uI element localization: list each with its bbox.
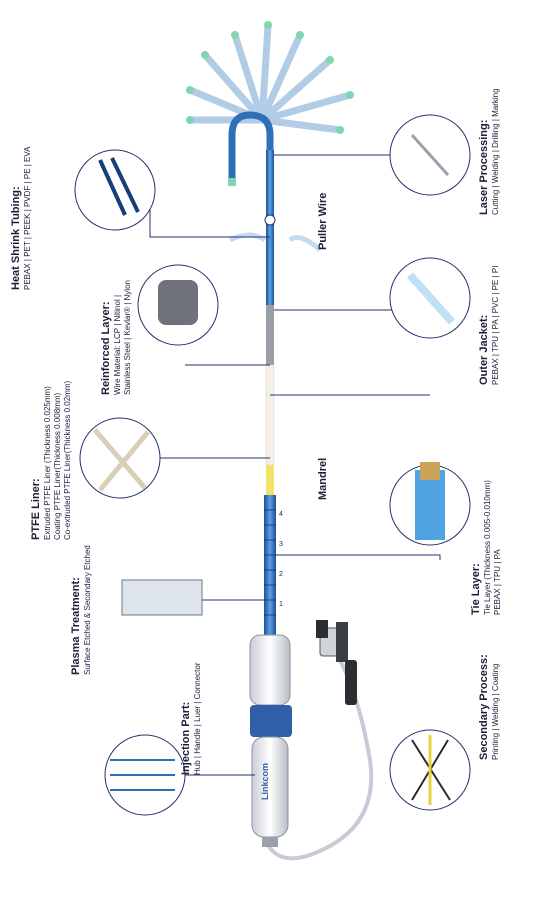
- scale-mark: 4: [279, 511, 283, 518]
- secondary-label: Secondary Process: Printing | Welding | …: [478, 654, 500, 760]
- handle-blue-ring: [250, 705, 292, 737]
- catheter-tip-fan: [186, 21, 354, 134]
- tie-detail: [415, 470, 445, 540]
- puller-wire-label: Puller Wire: [317, 192, 329, 250]
- outer-jacket-label: Outer Jacket: PEBAX | TPU | PA | PVC | P…: [478, 265, 500, 385]
- braided-section: [266, 305, 274, 365]
- liner-detail: [93, 428, 150, 492]
- laser-detail: [410, 133, 450, 177]
- tie-section: [266, 465, 274, 495]
- handle-body: [251, 736, 289, 838]
- brand-logo: Linkcom: [260, 763, 270, 800]
- tip-markers: [186, 21, 354, 134]
- plasma-chamber: [121, 579, 203, 616]
- stopcock-valve: [316, 620, 357, 705]
- jacket-detail: [407, 272, 455, 325]
- scale-mark: 1: [279, 601, 283, 608]
- liner-section: [265, 364, 275, 466]
- mandrel-label: Mandrel: [317, 457, 329, 500]
- heat-shrink-label: Heat Shrink Tubing: PEBAX | PET | PEEK |…: [10, 146, 32, 290]
- injection-label: Injection Part: Hub | Handle | Luer | Co…: [180, 662, 202, 775]
- braid-detail: [158, 280, 198, 325]
- ptfe-label: PTFE Liner: Extruded PTFE Liner (Thickne…: [30, 380, 72, 540]
- injection-parts-detail: [110, 759, 175, 791]
- handle-grip: [249, 634, 291, 706]
- tie-layer-label: Tie Layer: Tie Layer (Thickness 0.005-0.…: [470, 480, 502, 615]
- tip-electrode: [228, 178, 236, 186]
- scale-marks: 1 2 3 4: [279, 511, 283, 608]
- scale-mark: 2: [279, 571, 283, 578]
- heat-shrink-detail: [98, 157, 140, 216]
- laser-label: Laser Processing: Cutting | Welding | Dr…: [478, 88, 500, 215]
- marked-shaft: [264, 495, 276, 635]
- scale-mark: 3: [279, 541, 283, 548]
- shaft-blue: [266, 150, 274, 305]
- plasma-label: Plasma Treatment: Surface Etched & Secon…: [70, 545, 92, 675]
- catheter-hook: [228, 111, 274, 254]
- reinforced-label: Reinforced Layer: Wire Material: LCP | N…: [100, 280, 132, 395]
